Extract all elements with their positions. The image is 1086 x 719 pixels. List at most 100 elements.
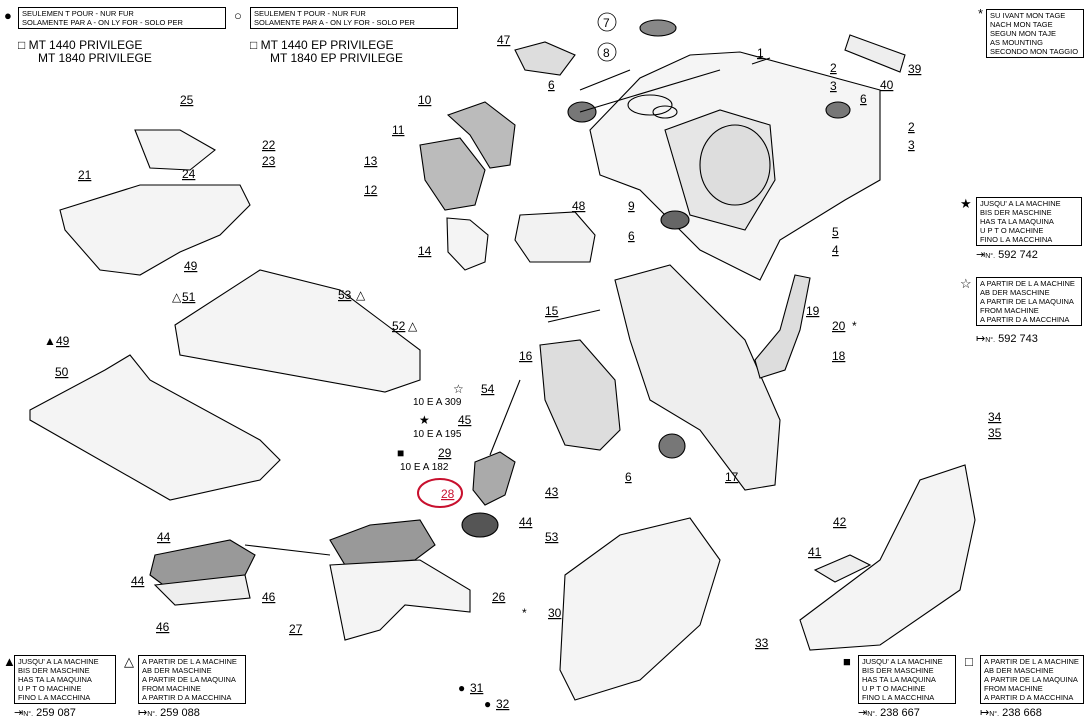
callout-30: *30 (522, 606, 562, 620)
svg-text:51: 51 (182, 290, 196, 304)
header-right-symbol: * (978, 6, 984, 21)
part-30 (559, 517, 721, 701)
callout-labels: 1 7 8 6 47 39 40 2 3 6 2 3 9 6 5 4 48 10… (44, 12, 1002, 711)
part-28-boot (461, 512, 499, 538)
svg-text:54: 54 (481, 382, 495, 396)
callout-47: 47 (497, 33, 511, 47)
svg-text:2: 2 (830, 61, 837, 75)
svg-text:32: 32 (496, 697, 510, 711)
callout-19: 18 (832, 349, 846, 363)
callout-22: 22 (262, 138, 276, 152)
callout-49-a: 49 (184, 259, 198, 273)
svg-text:53: 53 (545, 530, 559, 544)
svg-text:48: 48 (572, 199, 586, 213)
svg-text:△: △ (172, 290, 182, 304)
svg-text:44: 44 (131, 574, 145, 588)
header-left-model-1: □ MT 1440 PRIVILEGE (18, 38, 143, 52)
svg-text:21: 21 (78, 168, 92, 182)
svg-text:24: 24 (182, 167, 196, 181)
callout-10: 10 (418, 93, 432, 107)
svg-text:22: 22 (262, 138, 276, 152)
callout-41: 44 (519, 515, 533, 529)
header-center-symbol: ○ (234, 8, 242, 23)
part-6-d (658, 433, 686, 459)
svg-text:44: 44 (519, 515, 533, 529)
part-7 (639, 19, 677, 37)
callout-24: 24 (182, 167, 196, 181)
legend-2-serial: ↦N°. 592 743 (976, 333, 1038, 345)
callout-50: △51 (172, 290, 196, 304)
svg-text:35: 35 (988, 426, 1002, 440)
svg-text:●: ● (484, 697, 491, 711)
part-18 (754, 274, 811, 379)
legend-6-symbol: □ (965, 654, 973, 669)
svg-text:47: 47 (497, 33, 511, 47)
part-6-a (567, 101, 597, 123)
part-14 (446, 217, 489, 271)
svg-text:15: 15 (545, 304, 559, 318)
callout-44-b: 46 (156, 620, 170, 634)
part-36 (844, 34, 906, 73)
callout-23: 23 (262, 154, 276, 168)
callout-44-a: 46 (262, 590, 276, 604)
svg-text:5: 5 (832, 225, 839, 239)
svg-text:29: 29 (438, 446, 452, 460)
svg-text:20: 20 (832, 319, 846, 333)
svg-text:44: 44 (157, 530, 171, 544)
callout-29: ■29 (397, 446, 452, 460)
callout-20: 20 * (832, 319, 857, 333)
svg-text:46: 46 (156, 620, 170, 634)
callout-4: 4 (832, 243, 839, 257)
header-center-note: SEULEMEN T POUR - NUR FUR SOLAMENTE PAR … (250, 7, 458, 29)
header-center-model-1: □ MT 1440 EP PRIVILEGE (250, 38, 394, 52)
svg-text:*: * (852, 319, 857, 333)
part-11 (419, 137, 486, 211)
callout-2-b: 2 (908, 120, 915, 134)
callout-42: 44 (131, 574, 145, 588)
svg-text:28: 28 (441, 487, 455, 501)
callout-49-b: 50 (55, 365, 69, 379)
svg-text:39: 39 (908, 62, 922, 76)
svg-text:52: 52 (392, 319, 406, 333)
callout-28-highlight: 28 (417, 478, 463, 508)
callout-21: 21 (78, 168, 92, 182)
svg-text:7: 7 (603, 16, 610, 30)
svg-text:6: 6 (625, 470, 632, 484)
part-28-cover (472, 451, 516, 506)
svg-text:2: 2 (908, 120, 915, 134)
part-16 (539, 339, 621, 451)
part-33 (799, 464, 976, 651)
callout-51: 52△ (392, 319, 418, 333)
part-26 (329, 559, 471, 641)
legend-5-symbol: ■ (843, 654, 851, 669)
annotation-182: 10 E A 182 (400, 462, 449, 473)
header-left-note: SEULEMEN T POUR - NUR FUR SOLAMENTE PAR … (18, 7, 226, 29)
callout-9: 9 (628, 199, 635, 213)
svg-text:3: 3 (908, 138, 915, 152)
svg-text:6: 6 (860, 92, 867, 106)
header-left-model-2: MT 1840 PRIVILEGE (38, 51, 152, 65)
part-38 (813, 554, 872, 583)
svg-text:6: 6 (628, 229, 635, 243)
callout-26: 26 (492, 590, 506, 604)
legend-5-serial: ⇥N°. 238 667 (858, 707, 920, 719)
svg-text:42: 42 (833, 515, 847, 529)
svg-text:53: 53 (338, 288, 352, 302)
svg-text:9: 9 (628, 199, 635, 213)
callout-33: 33 (755, 636, 769, 650)
svg-text:★: ★ (419, 413, 430, 427)
svg-text:45: 45 (458, 413, 472, 427)
svg-text:34: 34 (988, 410, 1002, 424)
callout-6-a: 6 (548, 78, 555, 92)
svg-text:31: 31 (470, 681, 484, 695)
svg-text:10: 10 (418, 93, 432, 107)
legend-4-serial: ↦N°. 259 088 (138, 707, 200, 719)
svg-text:19: 19 (806, 304, 820, 318)
legend-1-serial: ⇥N°. 592 742 (976, 249, 1038, 261)
callout-34: 34 (988, 410, 1002, 424)
svg-text:41: 41 (808, 545, 822, 559)
svg-text:△: △ (408, 319, 418, 333)
